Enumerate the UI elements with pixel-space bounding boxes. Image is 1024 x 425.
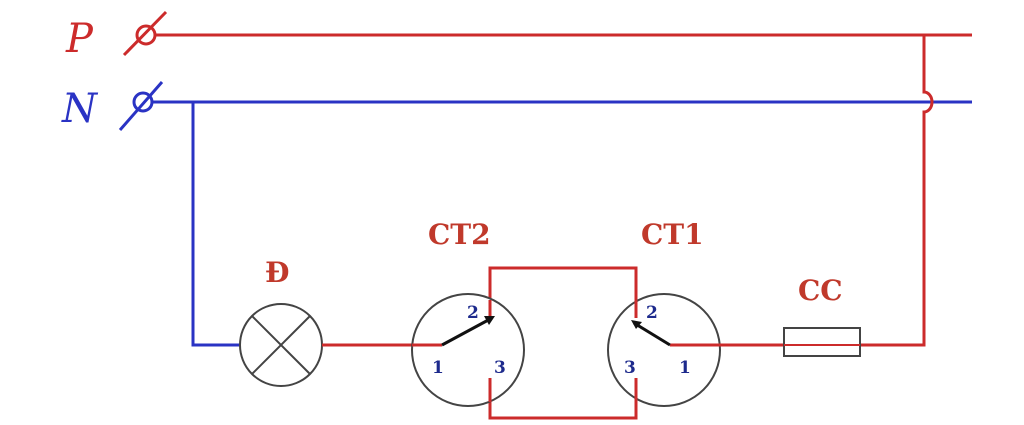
switch2-terminal-2: 2 <box>467 303 479 323</box>
lamp-icon <box>239 303 323 387</box>
switch1-terminal-3: 3 <box>624 358 636 378</box>
phase-drop-wire <box>860 35 934 347</box>
phase-line-label: P <box>65 16 94 62</box>
switch2-terminal-3: 3 <box>494 358 506 378</box>
neutral-terminal-icon <box>118 81 164 131</box>
switch2-icon <box>411 293 525 407</box>
neutral-drop-wire <box>191 102 240 347</box>
neutral-line-label: N <box>61 86 99 132</box>
traveler-wire-top <box>488 266 638 318</box>
switch1-icon <box>607 293 721 407</box>
switch2-terminal-1: 1 <box>432 358 444 378</box>
switch1-terminal-1: 1 <box>679 358 691 378</box>
switch1-label: CT1 <box>641 218 704 251</box>
lamp-label: Đ <box>265 256 289 289</box>
switch2-label: CT2 <box>428 218 491 251</box>
fuse-icon <box>783 327 861 357</box>
switch1-terminal-2: 2 <box>646 303 658 323</box>
fuse-label: CC <box>798 274 843 307</box>
